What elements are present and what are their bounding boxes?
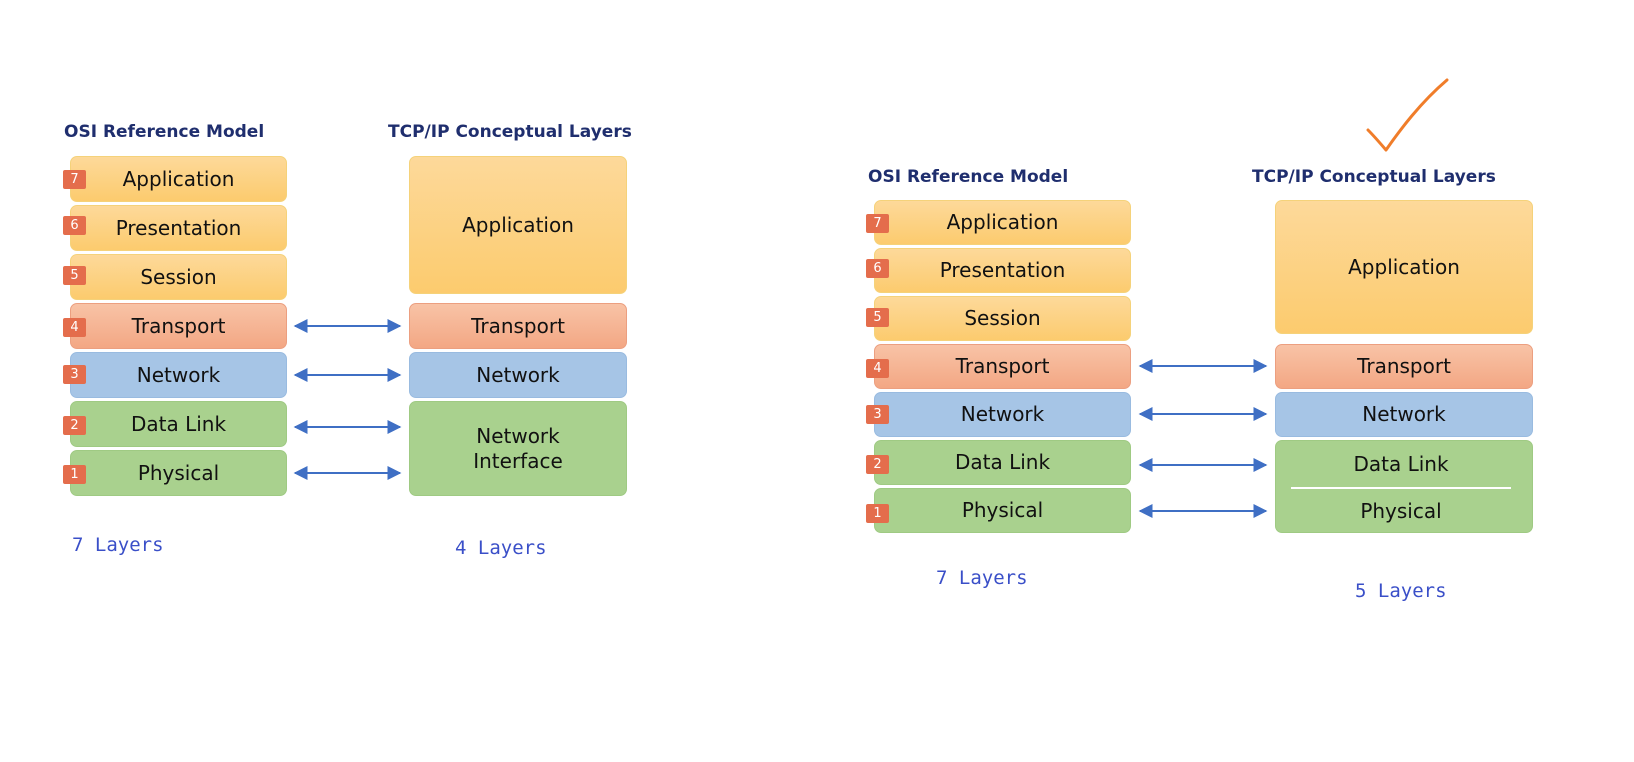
osi-layer-label: Network (136, 362, 221, 387)
osi-layer-session: Session (874, 296, 1131, 341)
osi-layer-presentation: Presentation (70, 205, 287, 251)
osi-layer-label: Application (122, 166, 235, 191)
layer-number-badge: 2 (866, 455, 889, 474)
layer-number-badge: 6 (63, 216, 86, 235)
osi-layer-network: Network (874, 392, 1131, 437)
osi-layer-datalink: Data Link (70, 401, 287, 447)
layer-number-badge: 4 (866, 359, 889, 378)
osi-layer-physical: Physical (70, 450, 287, 496)
layer-number-badge: 4 (63, 318, 86, 337)
tcp-layer-count: 5 Layers (1355, 580, 1447, 602)
tcp-layer-label: Data Link (1353, 451, 1449, 476)
tcp-layer-label: Network (476, 362, 560, 387)
osi-layer-label: Data Link (130, 411, 227, 436)
osi-layer-label: Data Link (954, 450, 1051, 474)
tcp-layer-label: Application (462, 212, 574, 237)
tcp-layer-network: Network (1275, 392, 1533, 437)
layer-number-badge: 2 (63, 416, 86, 435)
osi-layer-count: 7 Layers (72, 534, 164, 556)
tcp-title: TCP/IP Conceptual Layers (388, 122, 632, 142)
layer-number-badge: 6 (866, 259, 889, 278)
tcp-layer-physical: Physical (1276, 489, 1526, 534)
osi-layer-label: Transport (131, 313, 226, 338)
layer-number-badge: 7 (63, 170, 86, 189)
tcp-layer-label: Physical (1360, 499, 1442, 523)
layer-number-badge: 5 (866, 308, 889, 327)
osi-layer-label: Presentation (115, 215, 242, 240)
osi-title: OSI Reference Model (64, 122, 265, 142)
tcp-layer-network: Network (409, 352, 627, 398)
osi-layer-label: Application (946, 210, 1059, 234)
tcp-layer-label: Network (1362, 402, 1446, 426)
tcp-layer-label: Transport (471, 313, 565, 338)
osi-layer-application: Application (70, 156, 287, 202)
tcp-layer-link: Data Link Physical (1275, 440, 1533, 533)
tcp-layer-label: Transport (1357, 354, 1451, 378)
osi-layer-label: Presentation (939, 258, 1066, 282)
tcp-layer-transport: Transport (1275, 344, 1533, 389)
layer-divider (1291, 487, 1511, 489)
osi-layer-network: Network (70, 352, 287, 398)
layer-number-badge: 3 (866, 405, 889, 424)
osi-layer-session: Session (70, 254, 287, 300)
tcp-layer-datalink: Data Link (1276, 441, 1526, 487)
layer-number-badge: 3 (63, 365, 86, 384)
tcp-layer-label: Interface (473, 448, 563, 473)
osi-layer-application: Application (874, 200, 1131, 245)
osi-layer-count: 7 Layers (936, 567, 1028, 589)
tcp-title: TCP/IP Conceptual Layers (1252, 167, 1496, 187)
tcp-layer-application: Application (409, 156, 627, 294)
layer-number-badge: 7 (866, 214, 889, 233)
osi-title: OSI Reference Model (868, 167, 1069, 187)
tcp-layer-label: Application (1348, 254, 1460, 279)
osi-layer-label: Session (964, 306, 1041, 330)
osi-layer-label: Physical (137, 460, 220, 485)
tcp-layer-network-interface: Network Interface (409, 401, 627, 496)
tcp-layer-label: Network (476, 423, 560, 448)
tcp-layer-count: 4 Layers (455, 537, 547, 559)
osi-layer-label: Physical (961, 498, 1044, 522)
layer-number-badge: 5 (63, 266, 86, 285)
layer-number-badge: 1 (866, 504, 889, 523)
osi-layer-physical: Physical (874, 488, 1131, 533)
checkmark-icon (1366, 78, 1449, 152)
osi-layer-label: Transport (955, 354, 1050, 378)
tcp-layer-application: Application (1275, 200, 1533, 334)
tcp-layer-transport: Transport (409, 303, 627, 349)
osi-layer-transport: Transport (874, 344, 1131, 389)
layer-number-badge: 1 (63, 465, 86, 484)
osi-layer-transport: Transport (70, 303, 287, 349)
osi-layer-label: Network (960, 402, 1045, 426)
osi-layer-label: Session (140, 264, 217, 289)
